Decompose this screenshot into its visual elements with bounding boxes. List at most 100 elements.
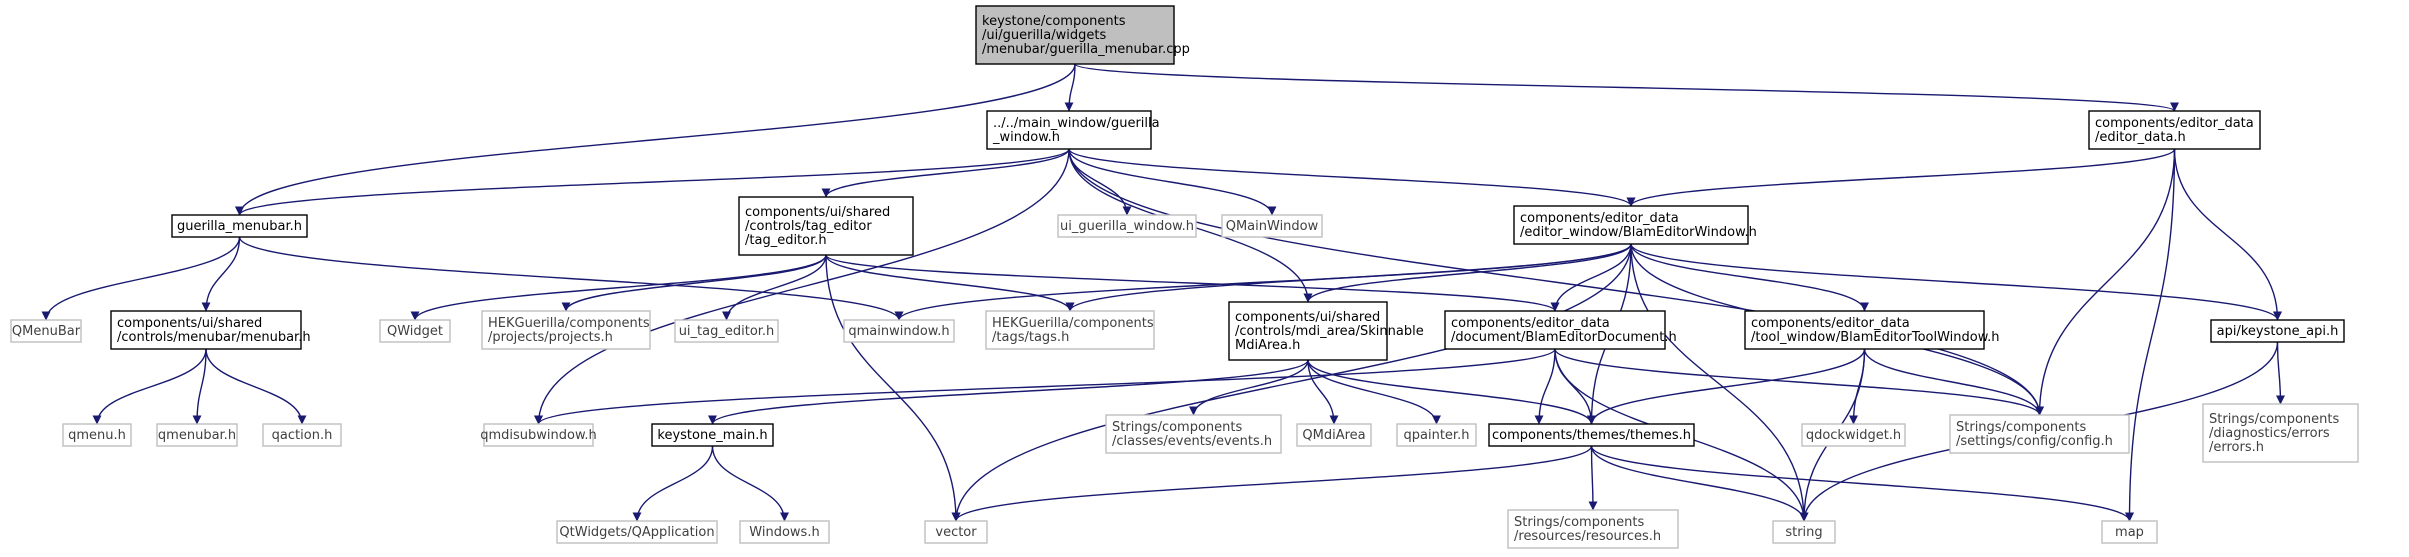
node-mdi-area[interactable]: components/ui/shared/controls/mdi_area/S… — [1228, 301, 1424, 361]
node-label-line: QWidget — [387, 324, 443, 339]
node-label-line: Strings/components — [1112, 420, 1242, 435]
node-blam-editor-document[interactable]: components/editor_data/document/BlamEdit… — [1444, 310, 1677, 350]
node-editor-data[interactable]: components/editor_data/editor_data.h — [2088, 110, 2261, 150]
node-label-line: /errors.h — [2209, 440, 2264, 455]
node-box — [1772, 520, 1836, 544]
node-label-line: /controls/tag_editor — [745, 219, 872, 234]
node-label-line: /document/BlamEditorDocument.h — [1451, 330, 1677, 345]
node-label-line: Strings/components — [1514, 515, 1644, 530]
edge-root-to-editor-data — [1074, 63, 2179, 112]
node-box — [1057, 214, 1197, 238]
edge-blam-editor-window-to-mdi-area — [1303, 243, 1632, 303]
node-qmenu-h: qmenu.h — [62, 423, 132, 447]
node-label-line: /diagnostics/errors — [2209, 426, 2330, 441]
node-menubar-h[interactable]: components/ui/shared/controls/menubar/me… — [110, 310, 311, 350]
node-qmenubar-h: qmenubar.h — [156, 423, 238, 447]
node-label-line: ../../main_window/guerilla — [993, 116, 1160, 131]
node-guerilla-menubar[interactable]: guerilla_menubar.h — [171, 214, 308, 238]
node-label-line: MdiArea.h — [1235, 338, 1300, 353]
node-box — [556, 520, 718, 544]
edge-blam-editor-document-to-qmdisubwindow-h — [534, 348, 1556, 425]
node-box — [1488, 423, 1695, 447]
node-label-line: ui_tag_editor.h — [679, 324, 775, 339]
node-blam-editor-tool-window[interactable]: components/editor_data/tool_window/BlamE… — [1744, 310, 2000, 350]
node-label-line: components/ui/shared — [117, 316, 262, 331]
node-box — [738, 196, 914, 256]
node-label-line: qdockwidget.h — [1806, 428, 1901, 443]
node-box — [262, 423, 342, 447]
edge-themes-h-to-map — [1590, 445, 2134, 522]
node-box — [924, 520, 988, 544]
node-root[interactable]: keystone/components/ui/guerilla/widgets/… — [975, 5, 1190, 65]
node-label-line: Strings/components — [2209, 412, 2339, 427]
edge-guerilla-window-to-guerilla-menubar — [235, 148, 1070, 216]
node-label-line: QtWidgets/QApplication — [559, 525, 714, 540]
edge-tag-editor-to-projects-h — [561, 254, 827, 312]
node-errors-h: Strings/components/diagnostics/errors/er… — [2202, 403, 2359, 463]
node-qwidget-cls: QWidget — [379, 319, 451, 343]
node-label-line: components/themes/themes.h — [1492, 428, 1691, 443]
node-blam-editor-window[interactable]: components/editor_data/editor_window/Bla… — [1513, 205, 1757, 245]
node-tag-editor[interactable]: components/ui/shared/controls/tag_editor… — [738, 196, 914, 256]
node-label-line: components/ui/shared — [745, 205, 890, 220]
node-box — [171, 214, 308, 238]
node-box — [1296, 423, 1372, 447]
edge-tag-editor-to-qwidget-cls — [410, 254, 827, 321]
edge-mdi-area-to-keystone-main — [708, 359, 1309, 425]
node-label-line: HEKGuerilla/components — [992, 316, 1154, 331]
node-keystone-api[interactable]: api/keystone_api.h — [2210, 319, 2345, 343]
edge-blam-editor-window-to-tags-h — [1065, 243, 1632, 312]
node-keystone-main[interactable]: keystone_main.h — [651, 423, 774, 447]
node-label-line: api/keystone_api.h — [2217, 324, 2339, 339]
edge-blam-editor-tool-window-to-config-h — [1863, 348, 2044, 416]
edge-blam-editor-window-to-blam-editor-document — [1550, 243, 1632, 312]
edge-keystone-main-to-windows-h — [711, 445, 789, 522]
node-label-line: string — [1785, 525, 1822, 540]
edge-root-to-guerilla-menubar — [235, 63, 1076, 216]
node-box — [2202, 403, 2359, 463]
node-box — [1228, 301, 1388, 361]
edge-blam-editor-window-to-vector — [951, 243, 1632, 522]
node-box — [1507, 509, 1679, 549]
node-box — [2210, 319, 2345, 343]
node-label-line: components/editor_data — [2095, 116, 2254, 131]
node-guerilla-window[interactable]: ../../main_window/guerilla_window.h — [986, 110, 1160, 150]
node-label-line: /editor_data.h — [2095, 130, 2186, 145]
edge-guerilla-window-to-tag-editor — [821, 148, 1070, 198]
node-qmdisubwindow-h: qmdisubwindow.h — [480, 423, 597, 447]
node-label-line: /settings/config/config.h — [1956, 434, 2113, 449]
edge-themes-h-to-string — [1590, 445, 1809, 522]
edge-keystone-api-to-errors-h — [2275, 341, 2285, 405]
node-map: map — [2101, 520, 2158, 544]
node-qmainwindow-h: qmainwindow.h — [843, 319, 955, 343]
edge-editor-data-to-map — [2125, 148, 2176, 522]
node-qpainter-h: qpainter.h — [1396, 423, 1477, 447]
node-label-line: /menubar/guerilla_menubar.cpp — [982, 42, 1190, 57]
node-box — [1949, 414, 2130, 454]
edge-guerilla-window-to-blam-editor-window — [1068, 148, 1636, 207]
edge-menubar-h-to-qaction-h — [205, 348, 307, 425]
edge-blam-editor-window-to-keystone-api — [1630, 243, 2282, 321]
node-layer: keystone/components/ui/guerilla/widgets/… — [10, 5, 2359, 549]
node-label-line: /resources/resources.h — [1514, 529, 1661, 544]
edge-blam-editor-document-to-config-h — [1554, 348, 2044, 416]
edge-editor-data-to-keystone-api — [2173, 148, 2282, 321]
edge-themes-h-to-vector — [951, 445, 1593, 522]
node-themes-h[interactable]: components/themes/themes.h — [1488, 423, 1695, 447]
edge-tag-editor-to-ui-tag-editor — [722, 254, 827, 321]
node-box — [1105, 414, 1282, 454]
edge-blam-editor-document-to-themes-h — [1554, 348, 1596, 425]
node-label-line: /tags/tags.h — [992, 330, 1069, 345]
node-box — [62, 423, 132, 447]
edge-menubar-h-to-qmenu-h — [92, 348, 207, 425]
edge-guerilla-window-to-qmdisubwindow-h — [534, 148, 1070, 425]
node-label-line: keystone/components — [982, 14, 1126, 29]
edge-themes-h-to-resources-h — [1588, 445, 1598, 511]
node-box — [739, 520, 830, 544]
node-ui-tag-editor: ui_tag_editor.h — [674, 319, 779, 343]
node-ui-guerilla-window: ui_guerilla_window.h — [1057, 214, 1197, 238]
node-resources-h: Strings/components/resources/resources.h — [1507, 509, 1679, 549]
node-box — [1396, 423, 1477, 447]
node-projects-h: HEKGuerilla/components/projects/projects… — [481, 310, 651, 350]
